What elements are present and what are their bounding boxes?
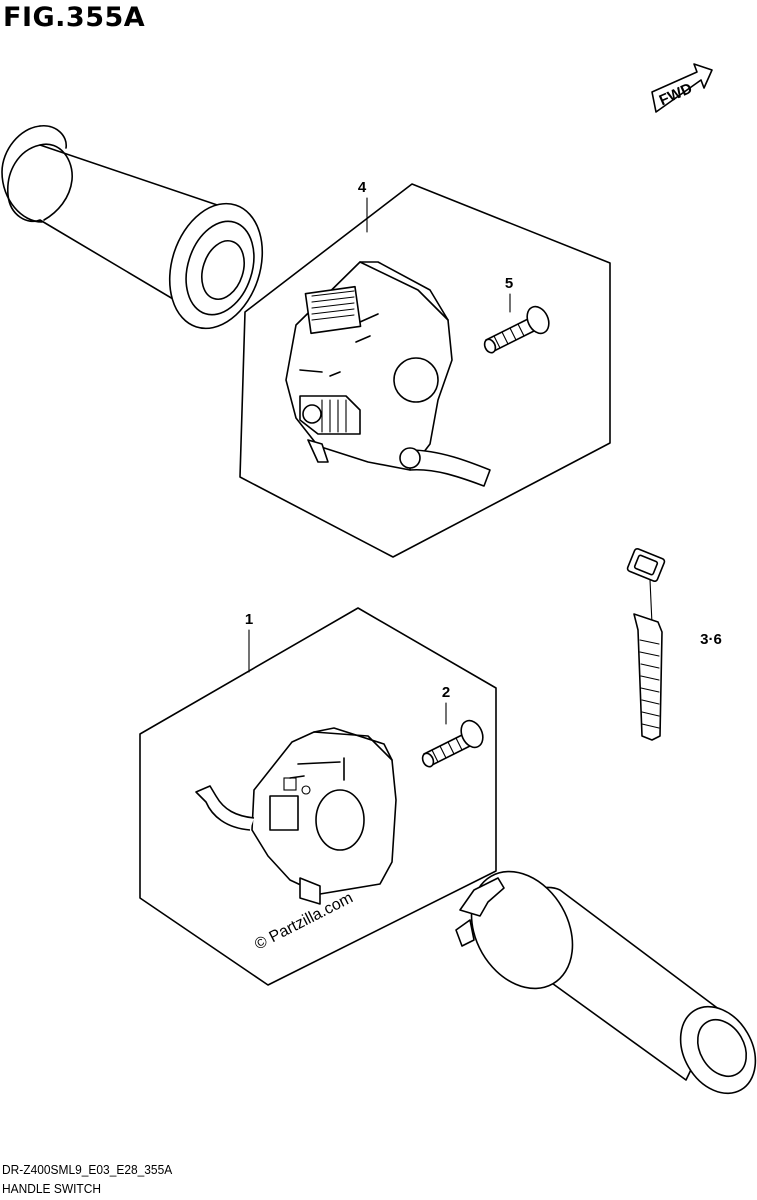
callout-4: 4 — [358, 179, 368, 233]
callout-2: 2 — [442, 684, 450, 725]
callout-3-6-label: 3·6 — [700, 631, 722, 648]
callout-4-label: 4 — [358, 179, 367, 196]
callout-1-label: 1 — [245, 611, 253, 628]
figure-title: FIG.355A — [3, 2, 146, 33]
left-handle-switch — [285, 261, 491, 487]
callout-5: 5 — [505, 275, 513, 313]
left-grip — [1, 125, 264, 330]
section-name: HANDLE SWITCH — [2, 1181, 102, 1196]
right-grip — [455, 870, 757, 1095]
cable-tie: 3·6 — [626, 547, 722, 741]
assembly-frame-right-switch — [139, 607, 497, 986]
screw-right — [421, 719, 484, 768]
screw-left — [483, 305, 550, 354]
callout-1: 1 — [245, 611, 253, 673]
callout-2-label: 2 — [442, 684, 450, 701]
assembly-frame-left-switch — [239, 183, 611, 558]
callout-5-label: 5 — [505, 275, 513, 292]
right-handle-switch — [195, 727, 397, 905]
fwd-label: FWD — [657, 80, 695, 109]
fwd-arrow-icon: FWD — [651, 63, 713, 113]
model-code: DR-Z400SML9_E03_E28_355A — [2, 1162, 173, 1177]
